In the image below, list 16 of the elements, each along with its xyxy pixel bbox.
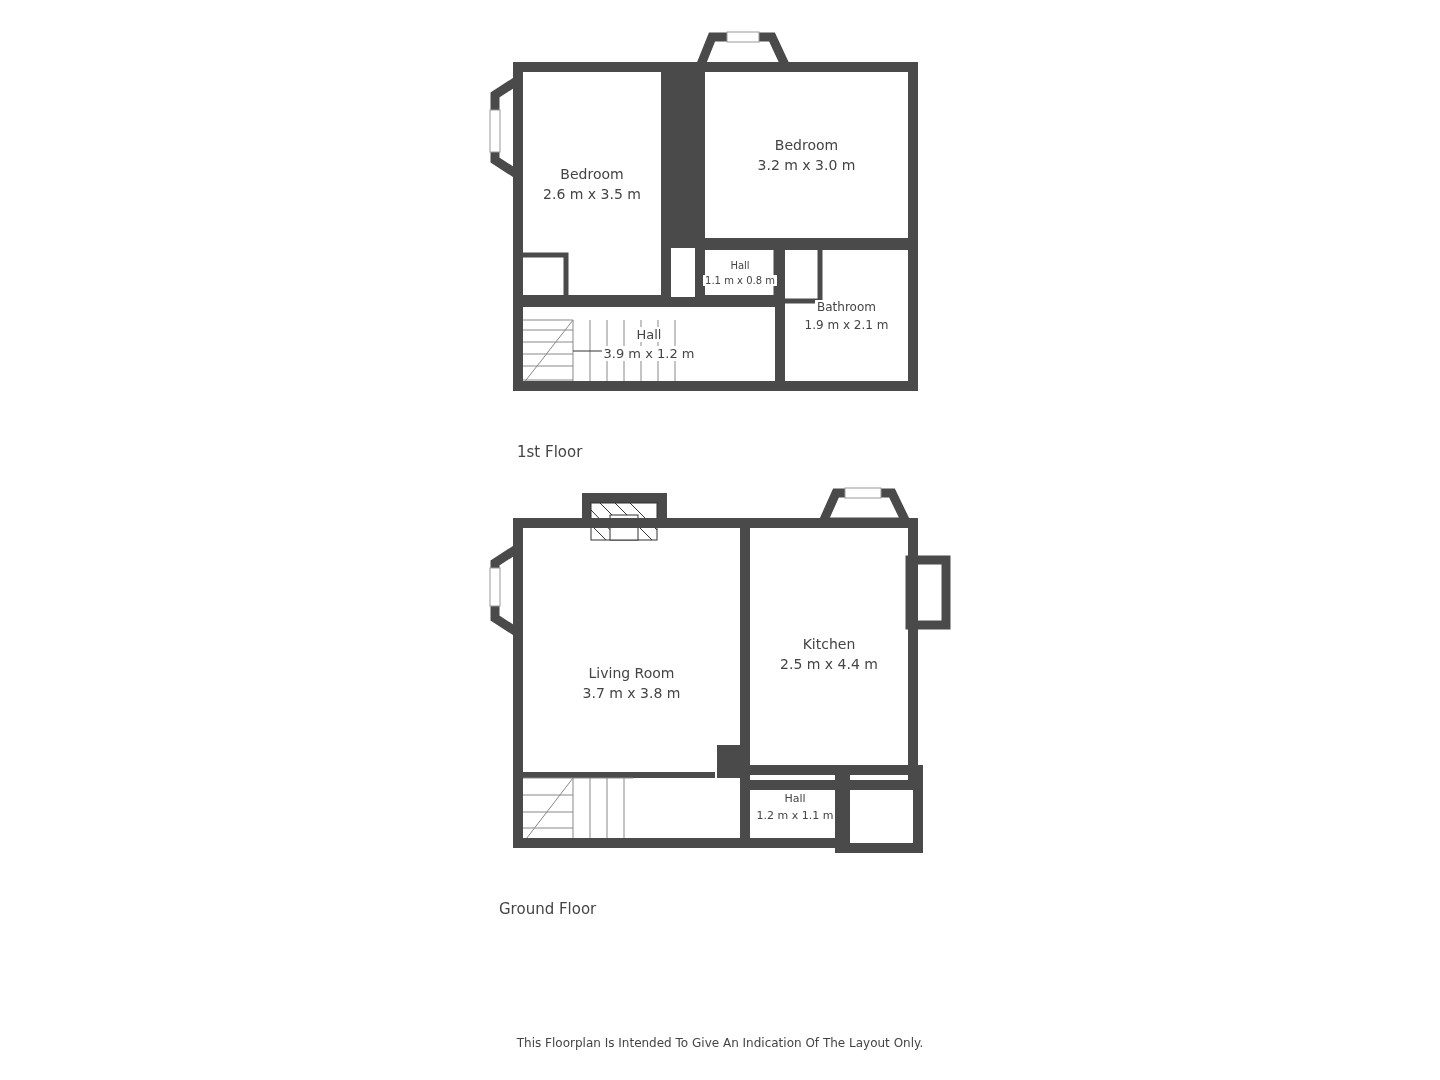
room-dimensions: 3.2 m x 3.0 m <box>755 157 858 173</box>
room-dimensions: 3.7 m x 3.8 m <box>580 685 683 701</box>
room-dimensions: 1.1 m x 0.8 m <box>703 274 777 286</box>
floor-label: Ground Floor <box>499 900 597 918</box>
room-dimensions: 1.2 m x 1.1 m <box>754 808 836 822</box>
room-dimensions: 2.5 m x 4.4 m <box>778 656 880 672</box>
floor-label: 1st Floor <box>517 443 583 461</box>
room-name: Bathroom <box>815 299 878 314</box>
room-dimensions: 3.9 m x 1.2 m <box>601 346 697 361</box>
room-name: Bedroom <box>558 165 626 182</box>
room-name: Hall <box>782 791 808 805</box>
room-dimensions: 1.9 m x 2.1 m <box>802 317 891 332</box>
room-name: Hall <box>634 327 664 342</box>
disclaimer-note: This Floorplan Is Intended To Give An Indication Of The Layout Only. <box>516 1036 924 1050</box>
room-name: Hall <box>728 259 752 271</box>
room-name: Living Room <box>586 665 677 681</box>
